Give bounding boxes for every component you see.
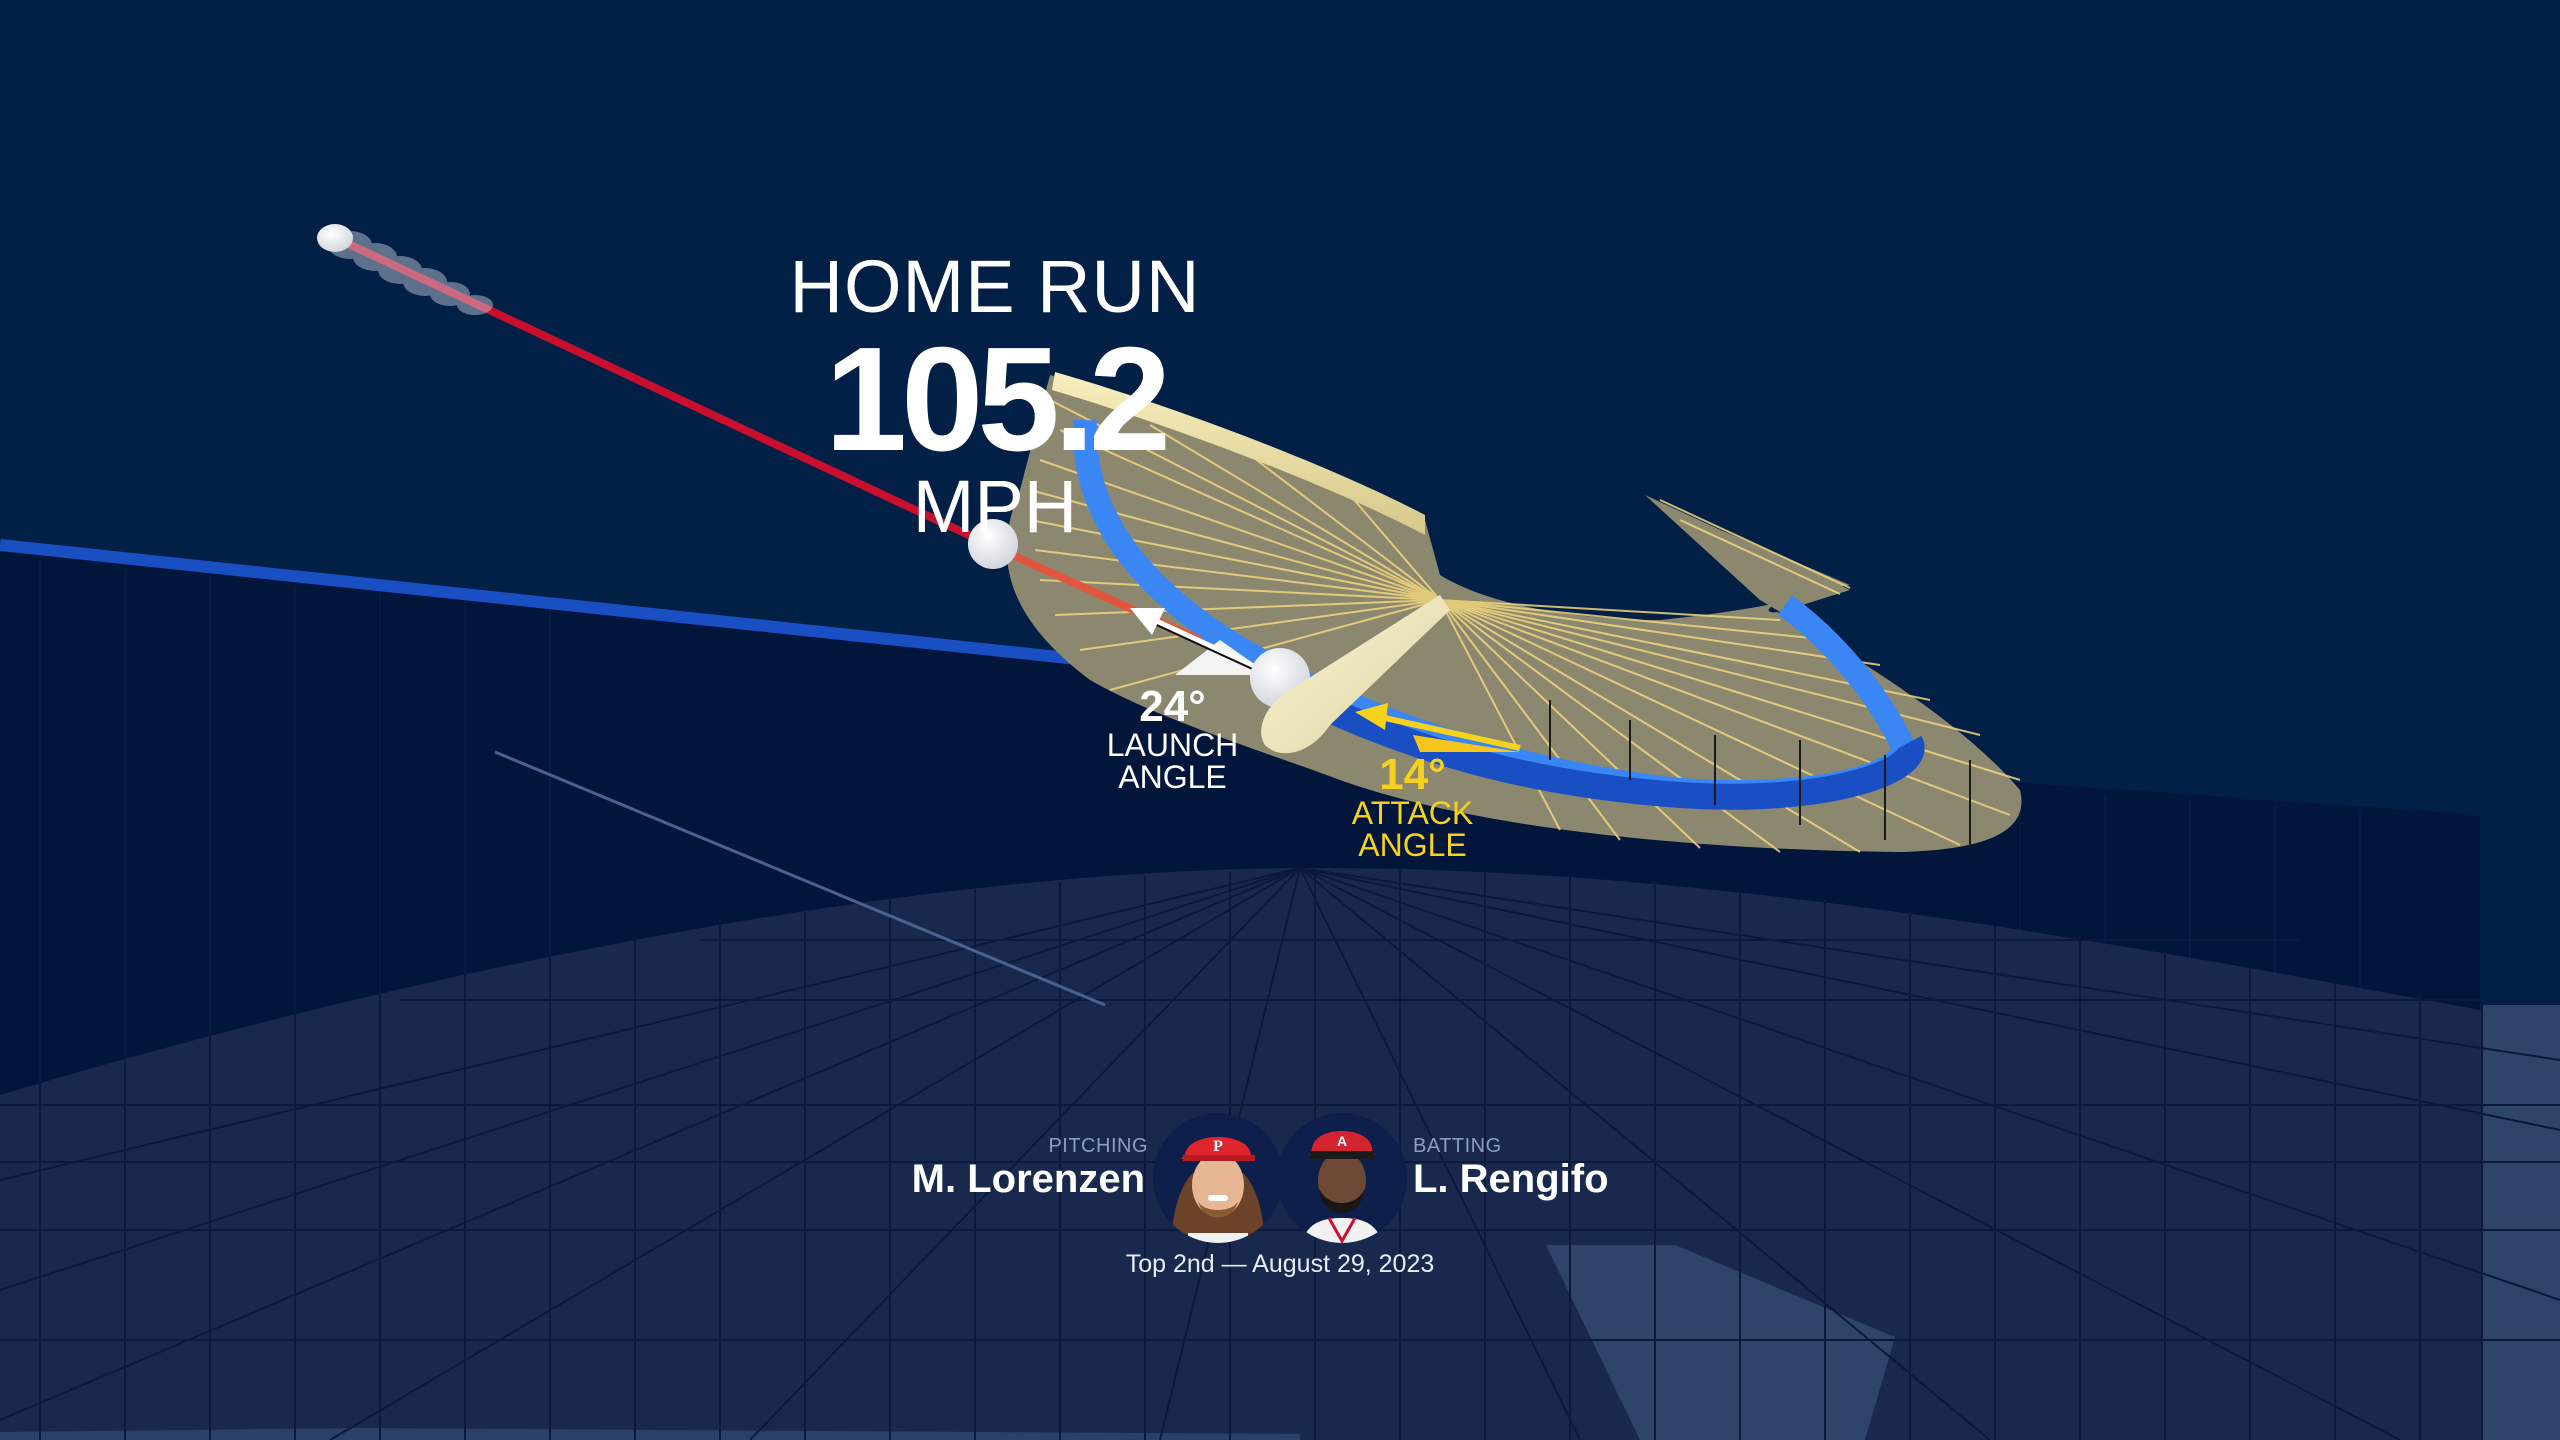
ball-landing-icon — [317, 224, 353, 252]
swing-plane-rim — [1052, 372, 1425, 535]
attack-angle-label: 14° ATTACK ANGLE — [1325, 750, 1500, 863]
outfield-wall — [0, 548, 2480, 1095]
pitcher-role-label: PITCHING — [1048, 1135, 1148, 1157]
attack-angle-wedge — [1413, 735, 1520, 752]
play-result: HOME RUN — [789, 245, 1201, 328]
ground-grid — [0, 867, 2560, 1440]
pitcher-avatar: P — [1153, 1113, 1283, 1243]
attack-angle-arrow — [1384, 715, 1521, 751]
angels-logo-icon: A — [1337, 1133, 1347, 1149]
pitch-path — [0, 539, 1201, 678]
launch-angle-label: 24° LAUNCH ANGLE — [1085, 682, 1260, 795]
home-plate-shape — [1546, 1245, 1895, 1440]
matchup-panel: PITCHING M. Lorenzen P A BATTING L. Reng… — [880, 1105, 1680, 1295]
launch-arrow-head-icon — [1130, 608, 1165, 635]
swing-plane — [1006, 375, 2022, 852]
ball-contact-icon — [968, 519, 1018, 569]
exit-velocity-value: 105.2 — [824, 317, 1171, 482]
attack-angle-caption-1: ATTACK — [1351, 795, 1474, 831]
attack-angle-caption-2: ANGLE — [1358, 827, 1467, 863]
exit-velocity-unit: MPH — [912, 465, 1078, 548]
ground-right-strip — [2482, 1005, 2560, 1440]
launch-angle-caption-2: ANGLE — [1118, 759, 1227, 795]
phillies-logo-icon: P — [1213, 1138, 1223, 1155]
attack-angle-value: 14° — [1379, 750, 1446, 799]
batter-name: L. Rengifo — [1413, 1157, 1609, 1201]
pitcher-name: M. Lorenzen — [911, 1157, 1145, 1201]
bat-icon — [1261, 595, 1450, 754]
batter-role-label: BATTING — [1413, 1135, 1502, 1157]
batter-headshot-icon: A — [1277, 1113, 1407, 1243]
plane-ticks — [1549, 700, 1971, 850]
launch-angle-caption-1: LAUNCH — [1106, 727, 1239, 763]
swing-plane-tail — [1645, 495, 1850, 612]
pitcher-headshot-icon: P — [1153, 1113, 1283, 1243]
swing-plane-lines — [1029, 399, 2021, 853]
release-line — [494, 750, 1106, 1007]
game-info: Top 2nd — August 29, 2023 — [1125, 1250, 1435, 1278]
batter-avatar: A — [1277, 1113, 1407, 1243]
batted-ball-path — [328, 231, 1202, 644]
play-summary: HOME RUN 105.2 MPH — [780, 250, 1210, 544]
field-ground — [0, 867, 2560, 1440]
launch-angle-value: 24° — [1139, 682, 1206, 731]
attack-arrow-head-icon — [1355, 703, 1388, 730]
